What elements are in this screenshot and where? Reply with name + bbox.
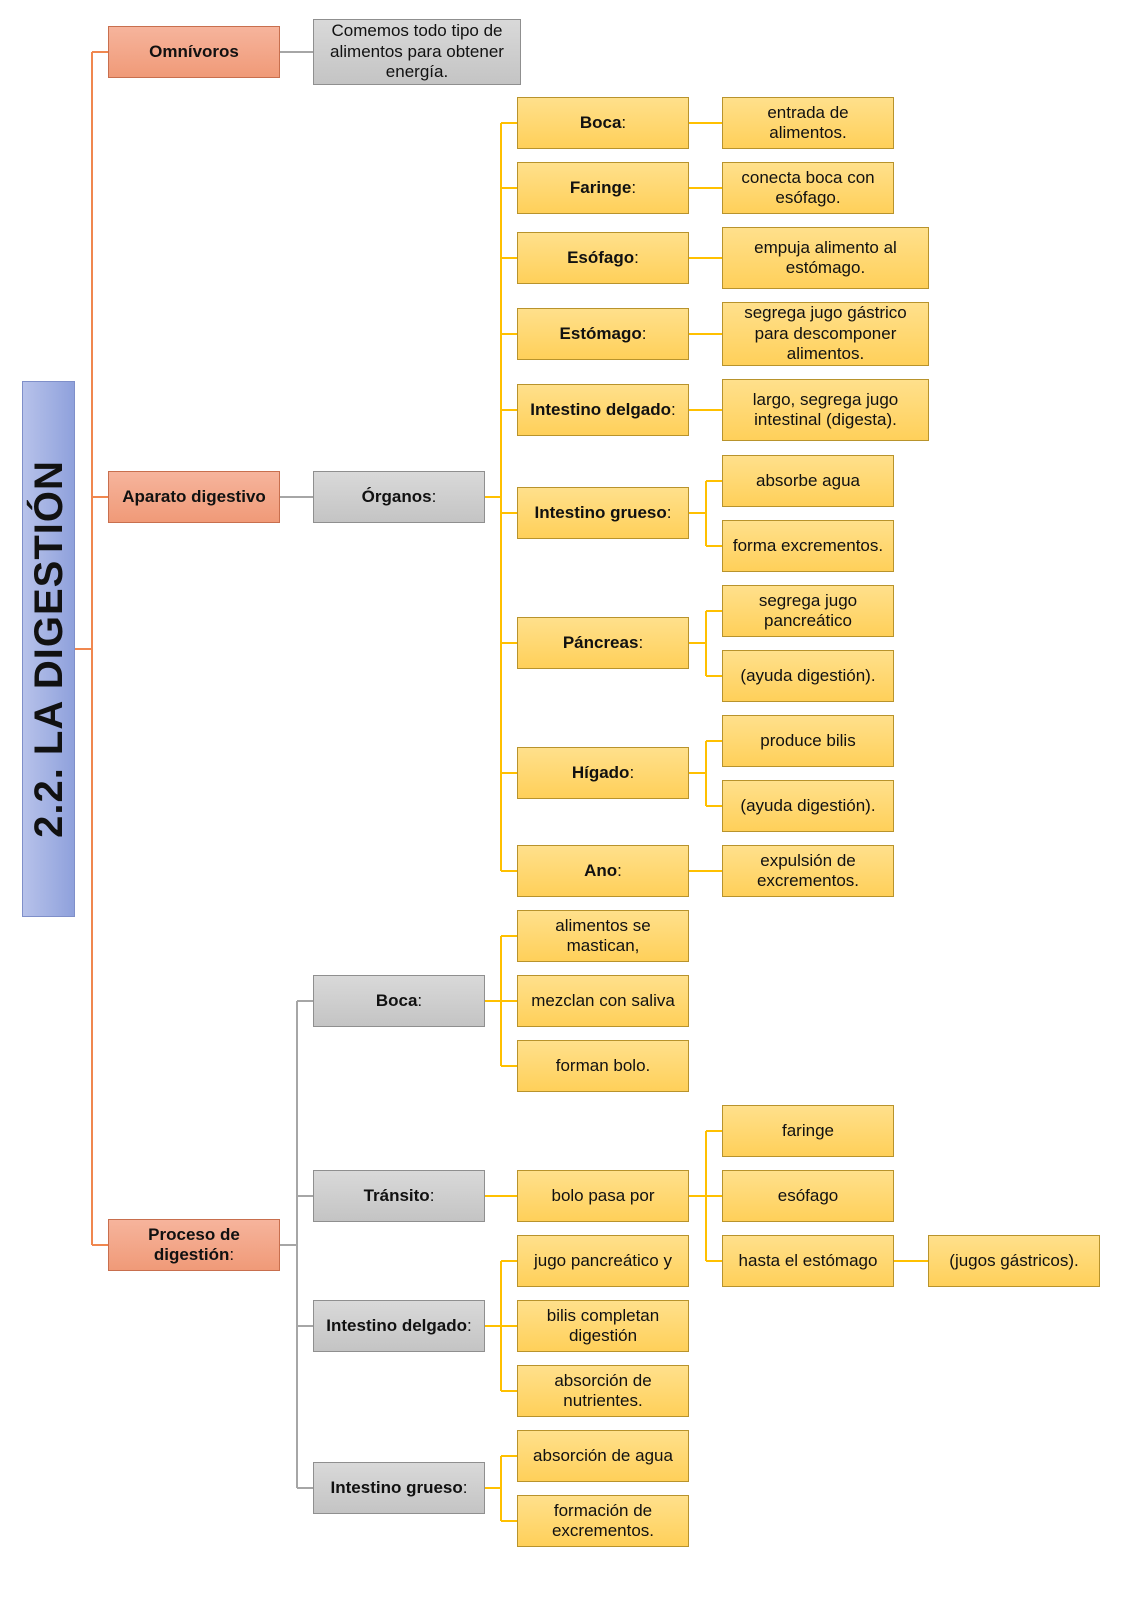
organ-pancreas-info-1: segrega jugo pancreático xyxy=(722,585,894,637)
organos-node: Órganos: xyxy=(313,471,485,523)
organ-intestino-grueso-info-1: absorbe agua xyxy=(722,455,894,507)
organ-pancreas: Páncreas: xyxy=(517,617,689,669)
organ-pancreas-info-2: (ayuda digestión). xyxy=(722,650,894,702)
grueso-step-1: absorción de agua xyxy=(517,1430,689,1482)
delgado-step-2: bilis completan digestión xyxy=(517,1300,689,1352)
proceso-boca-step-1: alimentos se mastican, xyxy=(517,910,689,962)
organ-esofago: Esófago: xyxy=(517,232,689,284)
omnivoros-desc: Comemos todo tipo de alimentos para obte… xyxy=(313,19,521,85)
omnivoros-node: Omnívoros xyxy=(108,26,280,78)
map-title: 2.2. LA DIGESTIÓN xyxy=(22,381,75,917)
delgado-step-1: jugo pancreático y xyxy=(517,1235,689,1287)
organ-intestino-grueso: Intestino grueso: xyxy=(517,487,689,539)
organ-estomago-info: segrega jugo gástrico para descomponer a… xyxy=(722,302,929,366)
aparato-digestivo-node: Aparato digestivo xyxy=(108,471,280,523)
organ-faringe-info: conecta boca con esófago. xyxy=(722,162,894,214)
organ-higado-info-2: (ayuda digestión). xyxy=(722,780,894,832)
organ-estomago: Estómago: xyxy=(517,308,689,360)
grueso-step-2: formación de excrementos. xyxy=(517,1495,689,1547)
organ-ano: Ano: xyxy=(517,845,689,897)
transito-route-2: esófago xyxy=(722,1170,894,1222)
organ-boca-info: entrada de alimentos. xyxy=(722,97,894,149)
organ-intestino-delgado: Intestino delgado: xyxy=(517,384,689,436)
proceso-transito: Tránsito: xyxy=(313,1170,485,1222)
proceso-intestino-grueso: Intestino grueso: xyxy=(313,1462,485,1514)
delgado-step-3: absorción de nutrientes. xyxy=(517,1365,689,1417)
proceso-intestino-delgado: Intestino delgado: xyxy=(313,1300,485,1352)
organ-intestino-grueso-info-2: forma excrementos. xyxy=(722,520,894,572)
organ-intestino-delgado-info: largo, segrega jugo intestinal (digesta)… xyxy=(722,379,929,441)
organ-ano-info: expulsión de excrementos. xyxy=(722,845,894,897)
transito-route-3: hasta el estómago xyxy=(722,1235,894,1287)
organ-higado-info-1: produce bilis xyxy=(722,715,894,767)
proceso-boca-step-3: forman bolo. xyxy=(517,1040,689,1092)
transito-route-1: faringe xyxy=(722,1105,894,1157)
transito-end: (jugos gástricos). xyxy=(928,1235,1100,1287)
organ-higado: Hígado: xyxy=(517,747,689,799)
organ-boca: Boca: xyxy=(517,97,689,149)
transito-step: bolo pasa por xyxy=(517,1170,689,1222)
proceso-boca-step-2: mezclan con saliva xyxy=(517,975,689,1027)
proceso-digestion-node: Proceso de digestión: xyxy=(108,1219,280,1271)
organ-faringe: Faringe: xyxy=(517,162,689,214)
proceso-boca: Boca: xyxy=(313,975,485,1027)
organ-esofago-info: empuja alimento al estómago. xyxy=(722,227,929,289)
